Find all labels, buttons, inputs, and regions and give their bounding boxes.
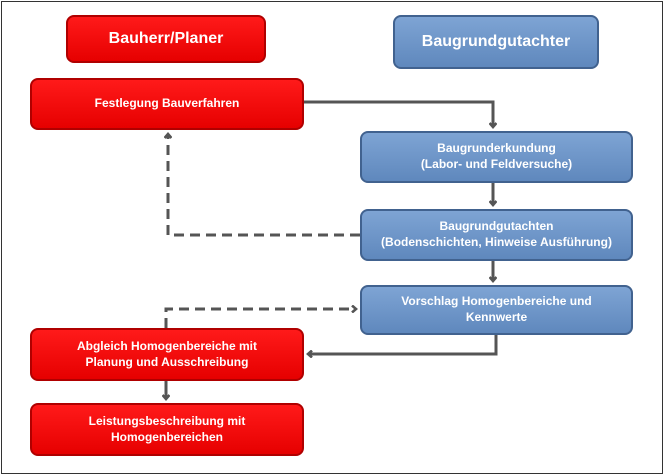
arrow-gutachten-to-festlegung-dashed (168, 134, 360, 237)
arrow-abgleich-to-vorschlag-dashed (164, 309, 356, 328)
box-festlegung-bauverfahren: Festlegung Bauverfahren (30, 78, 304, 130)
box-baugrundgutachten: Baugrundgutachten (Bodenschichten, Hinwe… (360, 209, 633, 261)
box-vorschlag-homogenbereiche: Vorschlag Homogenbereiche und Kennwerte (360, 285, 633, 335)
header-baugrundgutachter: Baugrundgutachter (393, 15, 599, 69)
arrow-festlegung-to-erkundung (304, 100, 493, 127)
box-leistungsbeschreibung: Leistungsbeschreibung mit Homogenbereich… (30, 403, 304, 456)
box-baugrunderkundung: Baugrunderkundung (Labor- und Feldversuc… (360, 131, 633, 183)
arrow-vorschlag-to-abgleich (308, 335, 498, 354)
box-abgleich-homogenbereiche: Abgleich Homogenbereiche mit Planung und… (30, 328, 304, 381)
header-bauherr-planer: Bauherr/Planer (66, 15, 266, 63)
